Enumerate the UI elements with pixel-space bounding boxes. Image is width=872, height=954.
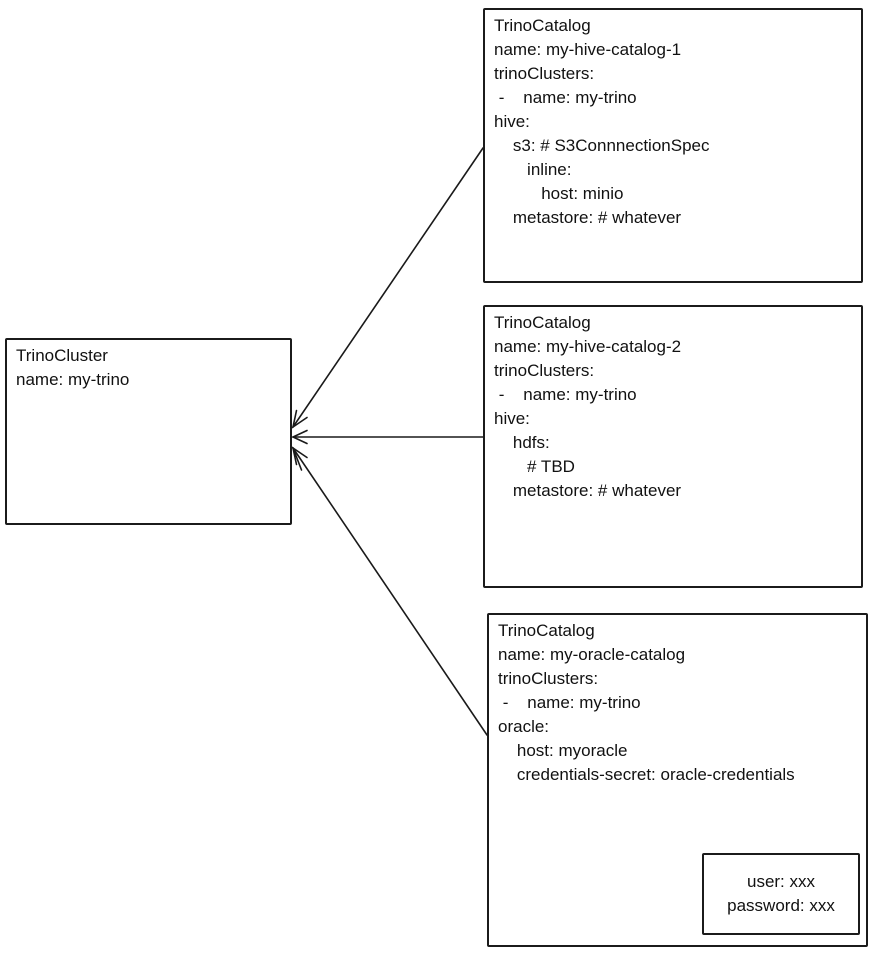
yaml-line: - name: my-trino bbox=[494, 385, 637, 404]
trino-cluster-box: TrinoCluster name: my-trino bbox=[5, 338, 292, 525]
yaml-line: inline: bbox=[494, 160, 572, 179]
yaml-line: host: minio bbox=[494, 184, 624, 203]
node-type-label: TrinoCatalog bbox=[498, 621, 595, 640]
yaml-line: name: my-oracle-catalog bbox=[498, 645, 686, 664]
yaml-line: metastore: # whatever bbox=[494, 481, 682, 500]
node-type-label: TrinoCatalog bbox=[494, 313, 591, 332]
yaml-line: s3: # S3ConnnectionSpec bbox=[494, 136, 710, 155]
yaml-line: metastore: # whatever bbox=[494, 208, 682, 227]
yaml-line: name: my-hive-catalog-2 bbox=[494, 337, 682, 356]
trino-catalog-2-box: TrinoCatalog name: my-hive-catalog-2 tri… bbox=[483, 305, 863, 588]
yaml-line: trinoClusters: bbox=[494, 361, 595, 380]
connector-catalog2-to-cluster bbox=[291, 429, 484, 445]
yaml-line: hive: bbox=[494, 112, 530, 131]
connector-catalog1-to-cluster bbox=[291, 147, 484, 429]
yaml-line: credentials-secret: oracle-credentials bbox=[498, 765, 795, 784]
secret-user-label: user: xxx bbox=[746, 872, 816, 891]
arrowhead-icon bbox=[291, 409, 308, 429]
node-type-label: TrinoCluster bbox=[16, 346, 108, 365]
arrowhead-icon bbox=[291, 446, 308, 466]
yaml-line: - name: my-trino bbox=[494, 88, 637, 107]
yaml-line: trinoClusters: bbox=[494, 64, 595, 83]
yaml-line: name: my-hive-catalog-1 bbox=[494, 40, 682, 59]
arrowhead-icon bbox=[291, 429, 308, 445]
credentials-secret-box: user: xxx password: xxx bbox=[702, 853, 860, 935]
secret-password-label: password: xxx bbox=[727, 896, 835, 915]
node-type-label: TrinoCatalog bbox=[494, 16, 591, 35]
yaml-line: # TBD bbox=[494, 457, 575, 476]
connector-catalog3-to-cluster bbox=[291, 446, 488, 736]
yaml-line: hdfs: bbox=[494, 433, 550, 452]
yaml-line: host: myoracle bbox=[498, 741, 628, 760]
yaml-line: oracle: bbox=[498, 717, 550, 736]
trino-catalog-1-box: TrinoCatalog name: my-hive-catalog-1 tri… bbox=[483, 8, 863, 283]
yaml-line: - name: my-trino bbox=[498, 693, 641, 712]
yaml-line: trinoClusters: bbox=[498, 669, 599, 688]
yaml-line: hive: bbox=[494, 409, 530, 428]
node-name-label: name: my-trino bbox=[16, 370, 130, 389]
